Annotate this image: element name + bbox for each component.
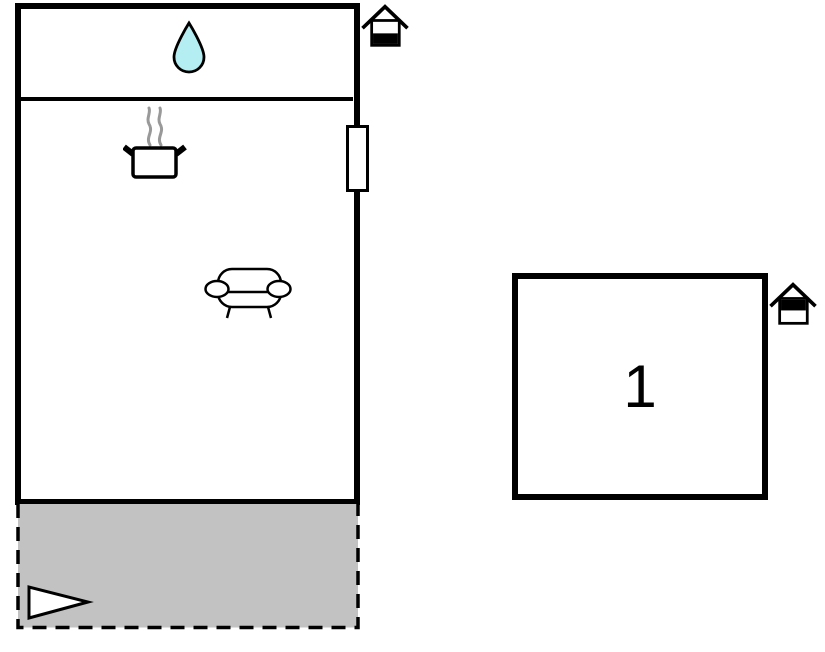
bathroom-divider-wall: [21, 97, 353, 101]
house-floor-fill-bottom: [373, 33, 398, 44]
house-roof: [769, 282, 817, 308]
room-1-label: 1: [623, 352, 657, 420]
main-unit-outline: [15, 3, 360, 505]
house-floor-fill-top: [781, 299, 806, 311]
pot-body: [131, 146, 178, 179]
steam-line-left: [146, 106, 153, 147]
window: [346, 125, 369, 192]
terrace-dashed-outline: [16, 504, 360, 630]
house-icon-upper-floor: [769, 282, 817, 325]
sofa-armrest-right: [266, 279, 292, 299]
sofa-leg-left: [225, 306, 232, 319]
house-icon-ground-floor: [361, 4, 409, 47]
sofa-armrest-left: [204, 279, 230, 299]
water-drop-icon: [172, 20, 206, 74]
triangle-arrow-icon: [27, 585, 94, 620]
terrace-area: [16, 504, 360, 630]
sofa-leg-right: [266, 306, 273, 319]
room-1: 1: [512, 273, 768, 500]
water-drop-shape: [172, 20, 206, 74]
sofa-icon: [204, 267, 292, 319]
cooking-pot-icon: [123, 106, 187, 179]
steam-line-right: [157, 106, 164, 147]
house-roof: [361, 4, 409, 30]
